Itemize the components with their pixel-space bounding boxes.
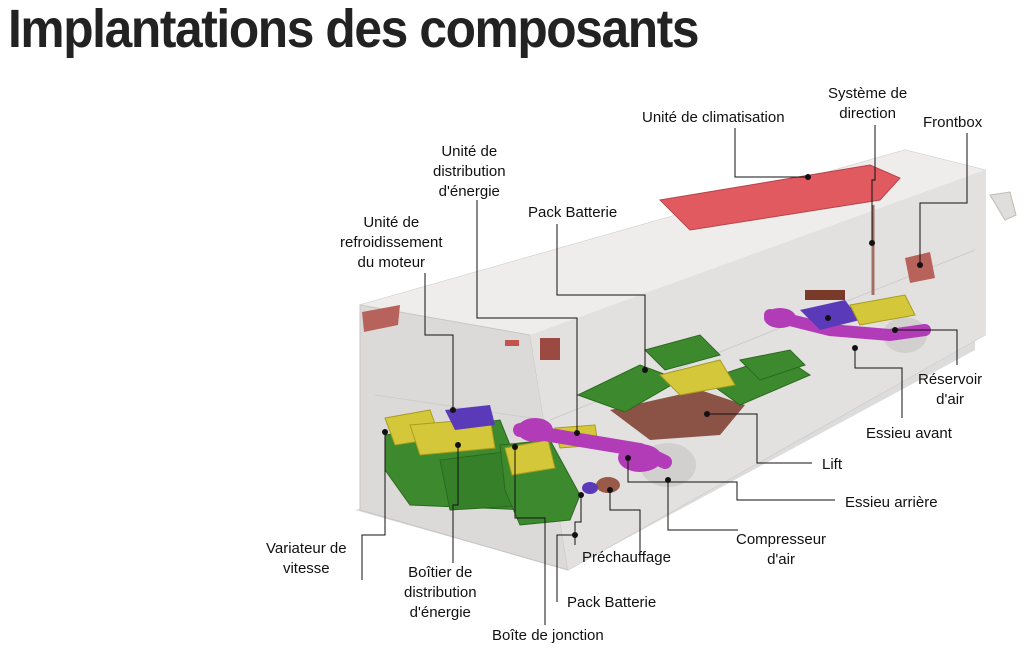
label-pack-batterie-bottom: Pack Batterie	[567, 594, 657, 611]
label-frontbox: Frontbox	[923, 114, 983, 131]
leader-dots	[382, 174, 923, 538]
label-lift: Lift	[822, 456, 843, 473]
climatisation-unit	[658, 164, 901, 231]
label-boitier-distribution: Boîtier de distribution d'énergie	[404, 564, 477, 621]
compresseur-air	[596, 477, 620, 493]
label-climatisation: Unité de climatisation	[642, 109, 785, 126]
label-pack-batterie-top: Pack Batterie	[528, 204, 618, 221]
page-title: Implantations des composants	[8, 0, 700, 59]
label-refroidissement: Unité de refroidissement du moteur	[340, 214, 443, 271]
label-boite-jonction: Boîte de jonction	[492, 627, 604, 644]
label-compresseur-air: Compresseur d'air	[736, 531, 827, 568]
label-systeme-direction: Système de direction	[828, 85, 908, 122]
label-distribution-top: Unité de distribution d'énergie	[433, 143, 506, 200]
label-prechauffage: Préchauffage	[582, 549, 671, 566]
label-reservoir-air: Réservoir d'air	[918, 371, 983, 408]
label-variateur-vitesse: Variateur de vitesse	[266, 540, 347, 577]
label-essieu-arriere: Essieu arrière	[845, 494, 938, 511]
lift-platform	[610, 390, 745, 440]
battery-packs-top	[576, 334, 812, 413]
prechauffage	[582, 482, 598, 494]
label-essieu-avant: Essieu avant	[866, 425, 952, 442]
